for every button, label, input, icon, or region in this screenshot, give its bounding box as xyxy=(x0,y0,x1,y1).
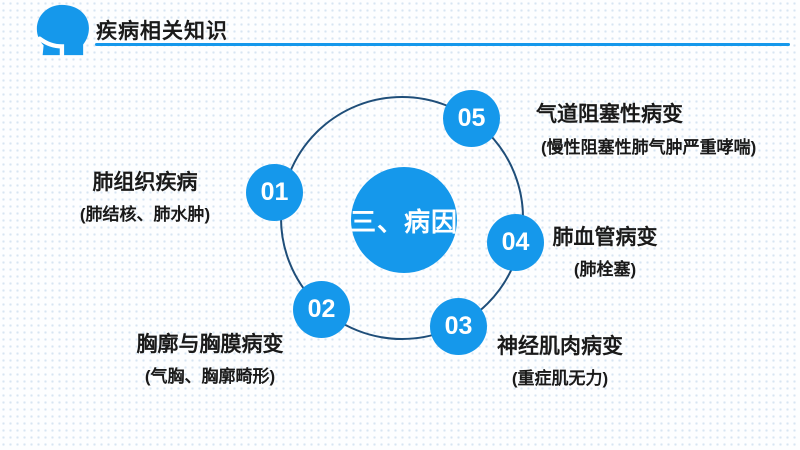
cause-subtitle: (肺结核、肺水肿) xyxy=(79,205,211,224)
node-number: 01 xyxy=(260,178,289,206)
center-label: 三、病因 xyxy=(350,206,459,237)
cause-subtitle: (慢性阻塞性肺气肿严重哮喘) xyxy=(541,138,757,157)
cause-node-05: 05 xyxy=(443,90,500,147)
cause-label-04: 肺血管病变 (肺栓塞) xyxy=(495,227,715,278)
node-number: 03 xyxy=(444,312,473,340)
cause-title: 神经肌肉病变 xyxy=(497,335,623,358)
title-underline xyxy=(95,43,790,46)
cause-subtitle: (重症肌无力) xyxy=(511,369,609,388)
cause-label-02: 胸廓与胸膜病变 (气胸、胸廓畸形) xyxy=(100,334,320,385)
page-title: 疾病相关知识 xyxy=(96,20,228,43)
cause-label-05: 气道阻塞性病变 (慢性阻塞性肺气肿严重哮喘) xyxy=(536,104,776,156)
head-throat-icon xyxy=(36,4,89,57)
cause-subtitle: (肺栓塞) xyxy=(573,260,637,279)
cause-subtitle: (气胸、胸廓畸形) xyxy=(144,367,276,386)
node-number: 04 xyxy=(501,228,530,256)
cause-title: 肺血管病变 xyxy=(552,226,658,249)
node-number: 05 xyxy=(457,104,486,132)
cause-node-03: 03 xyxy=(430,298,487,355)
cause-title: 肺组织疾病 xyxy=(92,171,198,194)
cause-label-01: 肺组织疾病 (肺结核、肺水肿) xyxy=(35,172,255,223)
node-number: 02 xyxy=(307,295,336,323)
cause-label-03: 神经肌肉病变 (重症肌无力) xyxy=(450,336,670,387)
cause-node-04: 04 xyxy=(487,214,544,271)
cause-title: 胸廓与胸膜病变 xyxy=(136,333,284,356)
cause-node-01: 01 xyxy=(246,164,303,221)
center-circle: 三、病因 xyxy=(350,167,459,273)
cause-title: 气道阻塞性病变 xyxy=(536,103,683,126)
cause-node-02: 02 xyxy=(293,281,350,338)
